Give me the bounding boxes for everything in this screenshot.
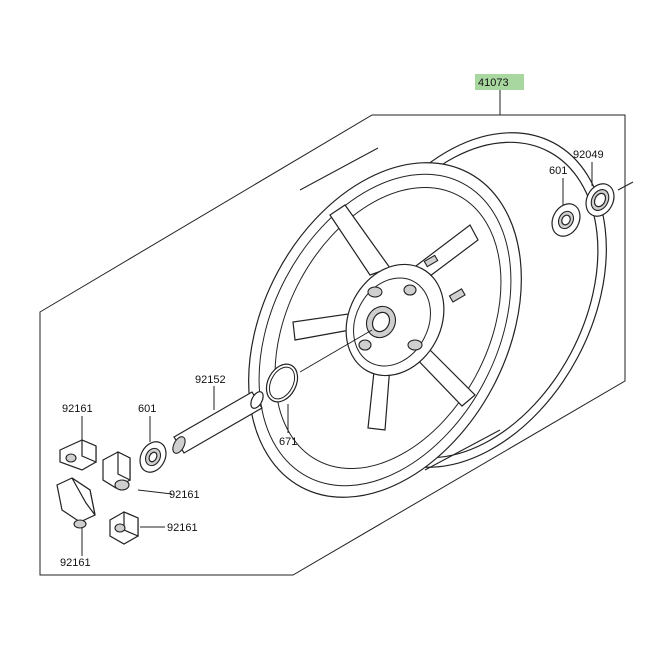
rim-barrel-bottom	[424, 429, 501, 471]
hub-hole-1	[367, 286, 383, 298]
hub-hole-3	[407, 339, 423, 351]
oring-label: 671	[279, 436, 297, 448]
collar-label: 92152	[195, 374, 226, 386]
rim-slot-2	[423, 254, 439, 268]
axle-stub-right	[617, 181, 634, 191]
damper-low-label: 92161	[167, 522, 198, 534]
bearing-left	[139, 441, 167, 473]
bearing-right	[551, 203, 581, 237]
rim-front-lip	[258, 173, 512, 487]
damper-mid-label: 92161	[169, 489, 200, 501]
hub-ring	[353, 277, 431, 367]
damper-bottom-label: 92161	[60, 557, 91, 569]
assembly-label: 41073	[478, 77, 509, 89]
rim-front-inner	[274, 186, 502, 470]
wheel	[248, 132, 607, 498]
bearing-left-label: 601	[138, 403, 156, 415]
rim-barrel-top	[299, 147, 379, 191]
damper-top	[59, 439, 97, 471]
axle-bore-inner	[371, 311, 391, 333]
collar	[172, 391, 264, 454]
seal-right	[585, 183, 615, 217]
damper-top-label: 92161	[62, 403, 93, 415]
oring-inner	[268, 366, 296, 400]
oring	[265, 363, 299, 403]
damper-low	[109, 511, 139, 545]
damper-bottom	[56, 477, 96, 529]
seal-right-label: 92049	[573, 149, 604, 161]
hub-hole-4	[358, 339, 372, 351]
bearing-right-label: 601	[549, 165, 567, 177]
assembly-frame	[39, 114, 626, 576]
damper-mid-leader	[137, 489, 173, 495]
hub-leader	[299, 329, 373, 373]
rim-slot-1	[448, 288, 466, 303]
damper-mid	[102, 451, 131, 491]
hub-hole-2	[403, 284, 417, 296]
assembly-label-highlight	[475, 74, 524, 90]
